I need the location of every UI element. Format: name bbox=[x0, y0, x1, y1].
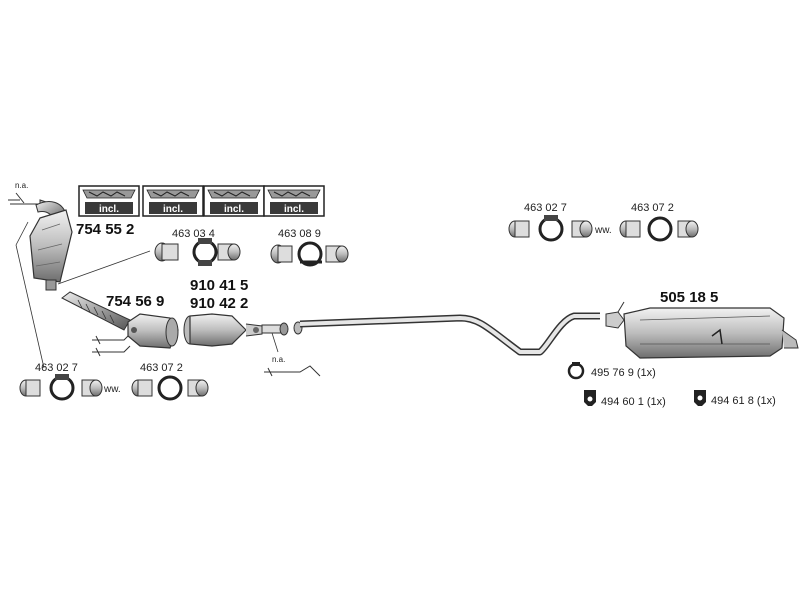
flex-pipe: 754 56 9 bbox=[61, 291, 179, 357]
clamp-group-bottom-left: 463 02 7 463 07 2 ww. bbox=[19, 362, 209, 401]
front-cat-leader-2 bbox=[15, 244, 45, 369]
front-cat-leader-1 bbox=[15, 221, 29, 246]
clamp-band-bottom-left-icon bbox=[157, 375, 183, 401]
mid-sensor-2-icon bbox=[92, 345, 131, 357]
flex-pipe-part-number: 754 56 9 bbox=[106, 293, 164, 310]
clamp-band-icon bbox=[297, 241, 323, 267]
clamp-top-right-right-number: 463 07 2 bbox=[631, 202, 674, 214]
rear-silencer-part-number: 505 18 5 bbox=[660, 289, 718, 306]
kit-label-3: incl. bbox=[224, 204, 244, 215]
clamp-ring-icon bbox=[192, 239, 218, 265]
dpf-part-number-b: 910 42 2 bbox=[190, 295, 248, 312]
clamp-top-mid-left-number: 463 03 4 bbox=[172, 228, 215, 240]
clamp-group-top-right: 463 02 7 463 07 2 ww. bbox=[508, 202, 699, 242]
front-sensor-note: n.a. bbox=[15, 181, 28, 190]
clamp-bottom-left-left-number: 463 02 7 bbox=[35, 362, 78, 374]
rear-silencer: 505 18 5 bbox=[605, 289, 799, 359]
kit-label-2: incl. bbox=[163, 204, 183, 215]
kit-box-4: incl. bbox=[263, 185, 325, 217]
mid-sensor-1-icon bbox=[92, 335, 129, 345]
clamp-group-top-mid: 463 03 4 463 08 9 bbox=[154, 228, 349, 267]
front-cat-part-number: 754 55 2 bbox=[76, 221, 134, 238]
clamp-top-mid-right-number: 463 08 9 bbox=[278, 228, 321, 240]
hardware-label-3: 494 61 8 (1x) bbox=[711, 395, 776, 407]
kit-box-2: incl. bbox=[142, 185, 204, 217]
hardware-item-2: 494 60 1 (1x) bbox=[584, 390, 666, 408]
clamp-bottom-left-joiner: ww. bbox=[103, 384, 121, 395]
clamp-ring-bottom-left-icon bbox=[49, 375, 75, 401]
middle-pipe bbox=[293, 312, 600, 356]
clamp-band-top-right-icon bbox=[647, 216, 673, 242]
front-sensor-wire bbox=[8, 192, 25, 204]
kit-label-4: incl. bbox=[284, 204, 304, 215]
hardware-label-2: 494 60 1 (1x) bbox=[601, 396, 666, 408]
kit-box-3: incl. bbox=[203, 185, 265, 217]
hardware-item-3: 494 61 8 (1x) bbox=[694, 390, 776, 407]
clamp-top-right-joiner: ww. bbox=[594, 225, 612, 236]
kit-box-1: incl. bbox=[78, 185, 140, 217]
clamp-ring-icon bbox=[567, 362, 585, 380]
dpf-sensor-note: n.a. bbox=[272, 355, 285, 364]
dpf-sensor-icon bbox=[264, 365, 321, 377]
clamp-top-right-left-number: 463 02 7 bbox=[524, 202, 567, 214]
hardware-item-1: 495 76 9 (1x) bbox=[567, 362, 656, 380]
clamp-ring-top-right-icon bbox=[538, 216, 564, 242]
kit-label-1: incl. bbox=[99, 204, 119, 215]
dpf-unit: 910 41 5 910 42 2 n.a. bbox=[183, 277, 321, 377]
clamp-bottom-left-right-number: 463 07 2 bbox=[140, 362, 183, 374]
dpf-part-number-a: 910 41 5 bbox=[190, 277, 248, 294]
front-catalyst: n.a. 754 55 2 bbox=[8, 181, 151, 369]
front-cat-leader-3 bbox=[57, 250, 151, 285]
hardware-label-1: 495 76 9 (1x) bbox=[591, 367, 656, 379]
